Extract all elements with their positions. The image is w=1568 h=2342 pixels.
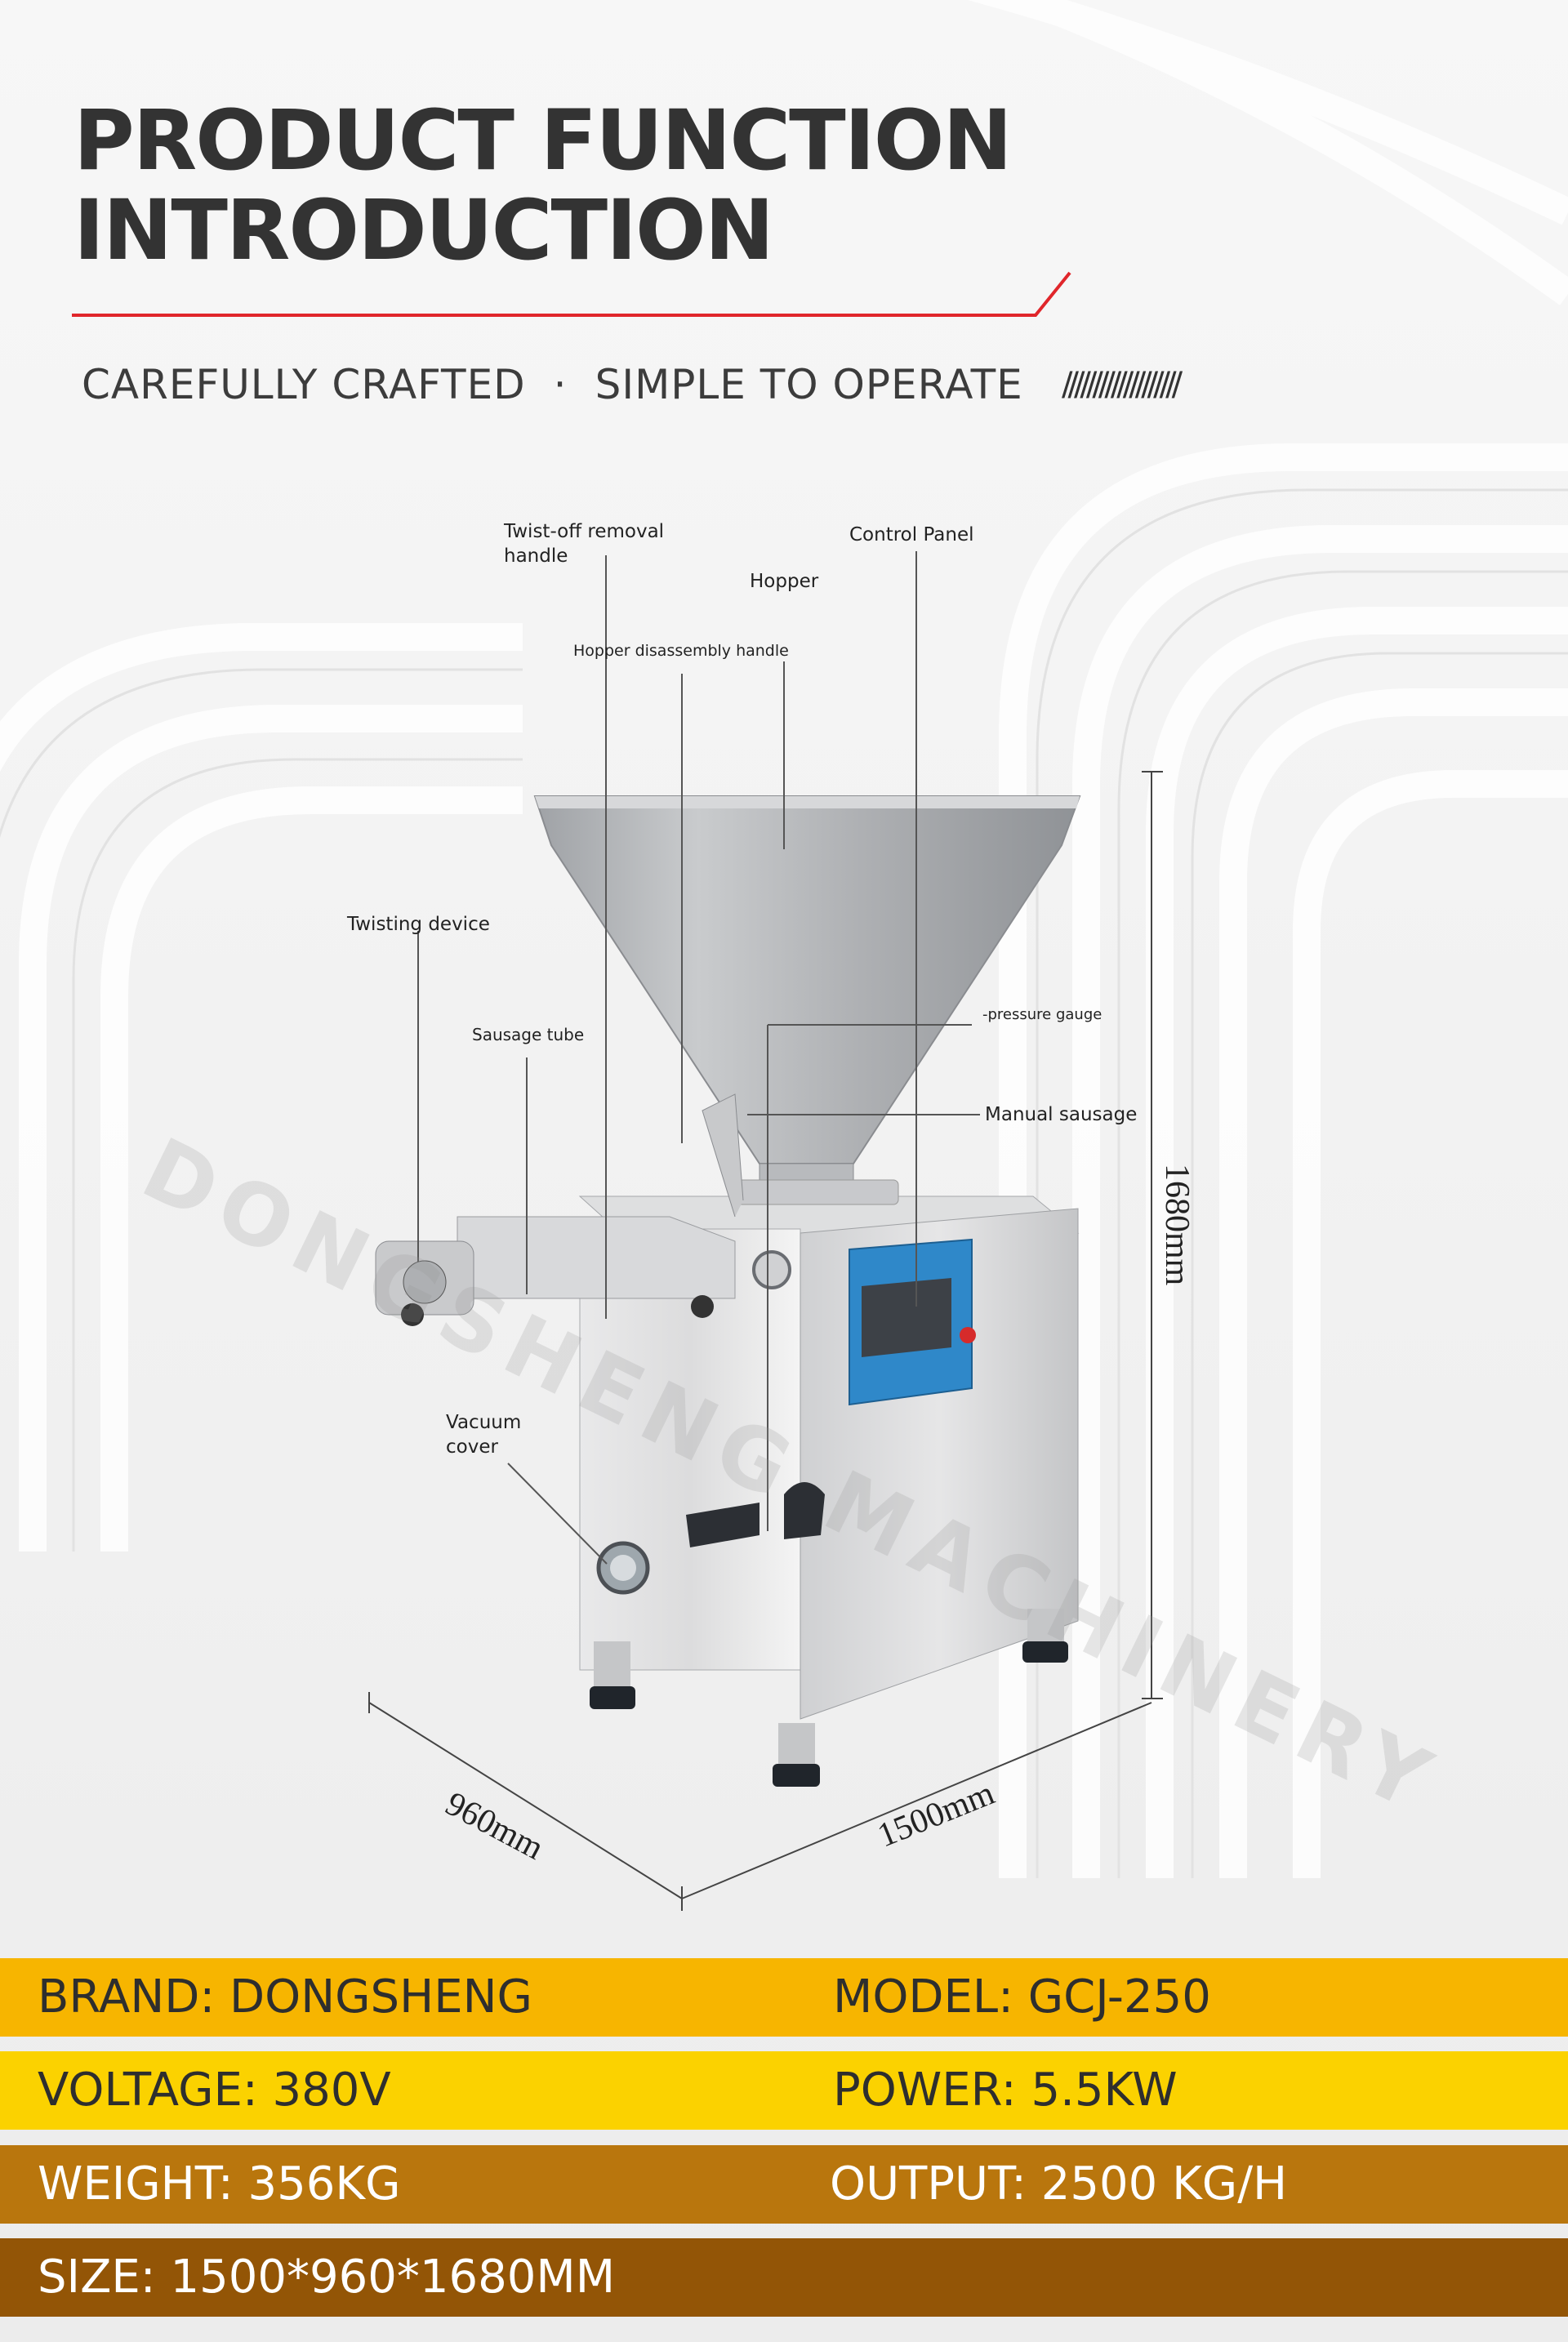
callout-sausage-tube: Sausage tube — [472, 1025, 585, 1044]
sausage-filler-machine-illustration — [368, 551, 1163, 1911]
title-line-2: INTRODUCTION — [74, 182, 774, 279]
vacuum-cover — [596, 1541, 650, 1595]
spec-row-brand-model: BRAND: DONGSHENG MODEL: GCJ-250 — [0, 1958, 1568, 2037]
page-title: PRODUCT FUNCTION INTRODUCTION — [74, 92, 1013, 279]
callout-control-panel: Control Panel — [849, 524, 974, 545]
callout-twisting-device: Twisting device — [347, 914, 490, 935]
callout-pressure-gauge: -pressure gauge — [982, 1006, 1102, 1023]
tagline-right: SIMPLE TO OPERATE — [595, 361, 1023, 408]
title-underline — [72, 271, 1071, 317]
hopper — [533, 795, 1081, 1201]
spec-size: SIZE: 1500*960*1680MM — [38, 2251, 616, 2304]
callout-hopper-disassembly-handle: Hopper disassembly handle — [573, 642, 789, 660]
title-line-1: PRODUCT FUNCTION — [74, 92, 1013, 189]
decorative-slashes: /////////////////// — [1062, 366, 1183, 403]
spec-row-voltage-power: VOLTAGE: 380V POWER: 5.5KW — [0, 2051, 1568, 2130]
dimension-height: 1680mm — [1158, 1164, 1196, 1286]
spec-weight: WEIGHT: 356KG — [38, 2157, 401, 2211]
callout-vacuum-cover: Vacuum cover — [446, 1412, 522, 1458]
spec-brand: BRAND: DONGSHENG — [38, 1970, 532, 2024]
spec-row-weight-output: WEIGHT: 356KG OUTPUT: 2500 KG/H — [0, 2145, 1568, 2224]
callout-twist-off-handle: Twist-off removal handle — [504, 521, 665, 567]
spec-model: MODEL: GCJ-250 — [833, 1970, 1211, 2024]
callout-hopper: Hopper — [750, 571, 819, 592]
spec-voltage: VOLTAGE: 380V — [38, 2064, 391, 2117]
tagline-separator: · — [553, 361, 568, 408]
spec-power: POWER: 5.5KW — [833, 2064, 1178, 2117]
tagline-left: CAREFULLY CRAFTED — [82, 361, 526, 408]
manual-sausage-lever — [686, 1482, 825, 1547]
spec-output: OUTPUT: 2500 KG/H — [830, 2157, 1288, 2211]
control-panel — [849, 1238, 976, 1406]
spec-row-size: SIZE: 1500*960*1680MM — [0, 2238, 1568, 2317]
tagline: CAREFULLY CRAFTED · SIMPLE TO OPERATE — [82, 361, 1023, 408]
callout-manual-sausage: Manual sausage — [985, 1104, 1138, 1125]
